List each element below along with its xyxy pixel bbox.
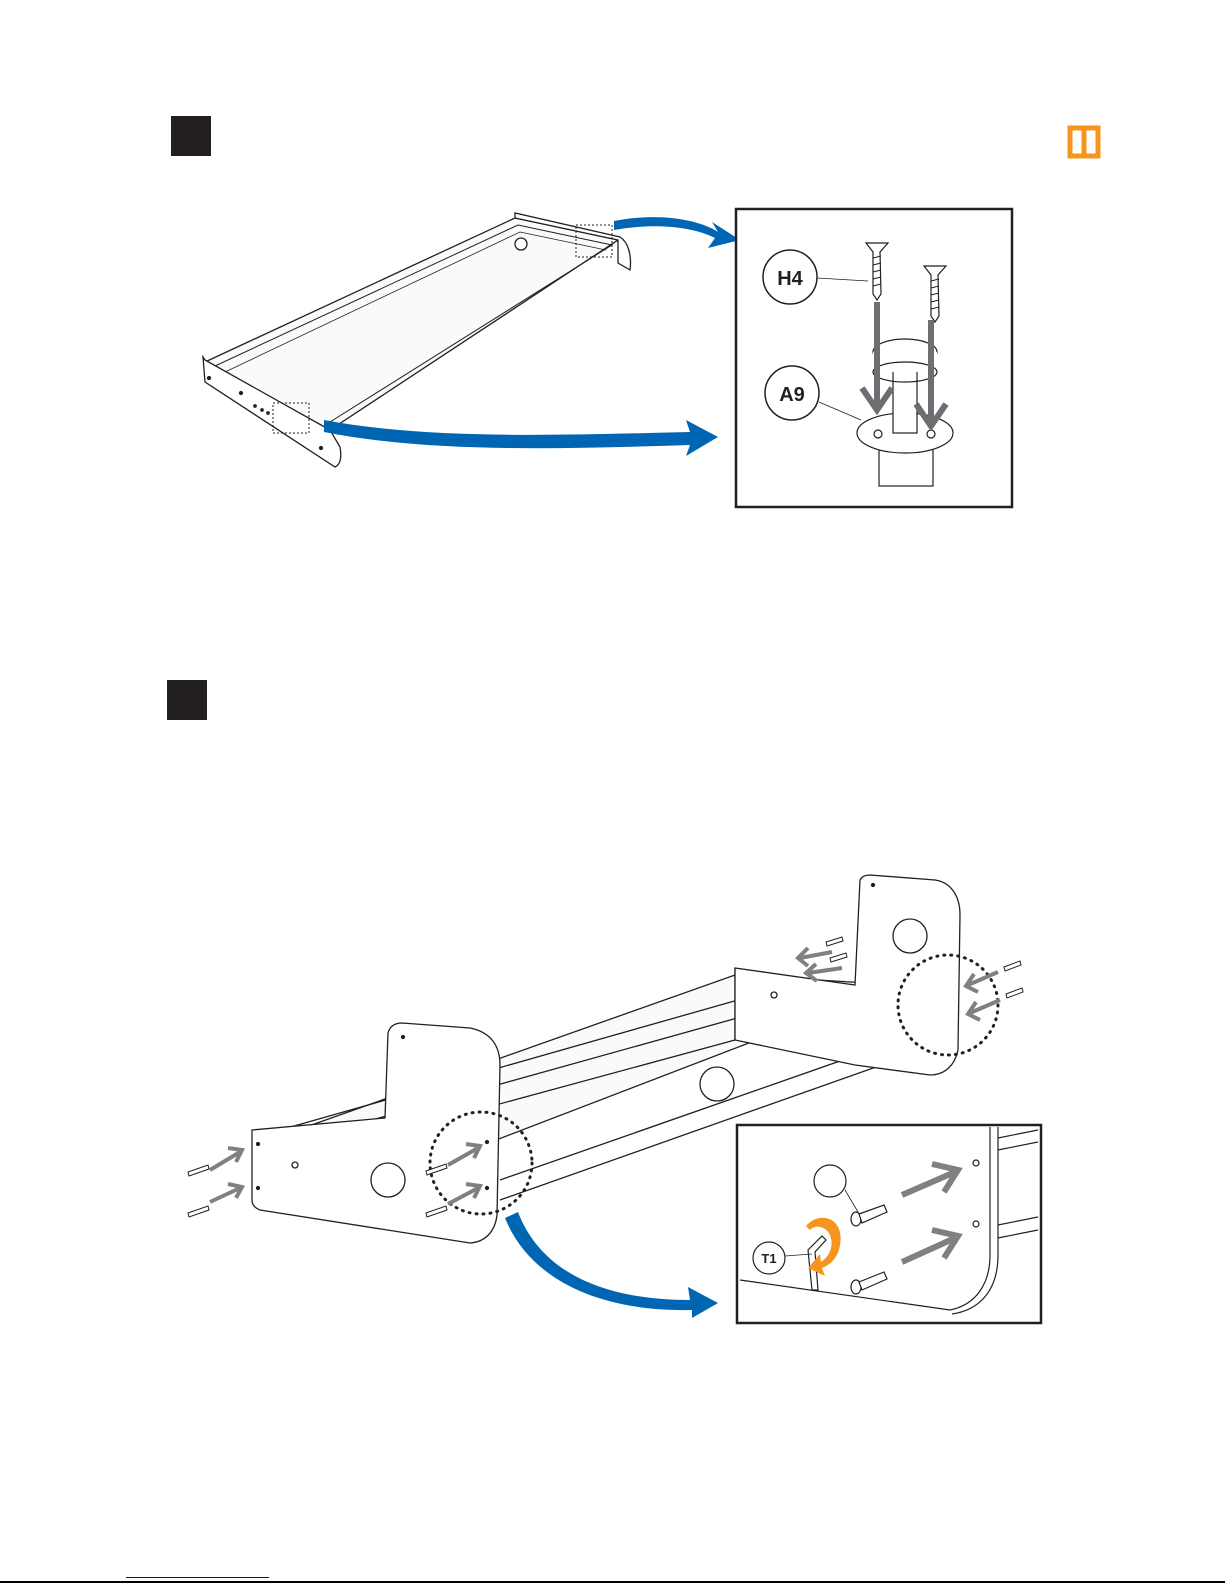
bottom-link-underline[interactable] [126, 1577, 269, 1578]
blue-arrow-top [614, 217, 740, 248]
part-callout-blank [814, 1165, 846, 1197]
svg-text:T1: T1 [761, 1251, 776, 1266]
blue-arrow-step2 [505, 1212, 718, 1318]
orange-panel-icon [1070, 128, 1098, 156]
svg-text:H4: H4 [777, 268, 803, 290]
svg-text:A9: A9 [779, 384, 805, 406]
shelf-panel-drawing [203, 213, 631, 467]
blue-arrow-bottom [324, 420, 718, 456]
bottom-rule [0, 1581, 1225, 1583]
detail-box-2 [737, 1125, 1041, 1323]
